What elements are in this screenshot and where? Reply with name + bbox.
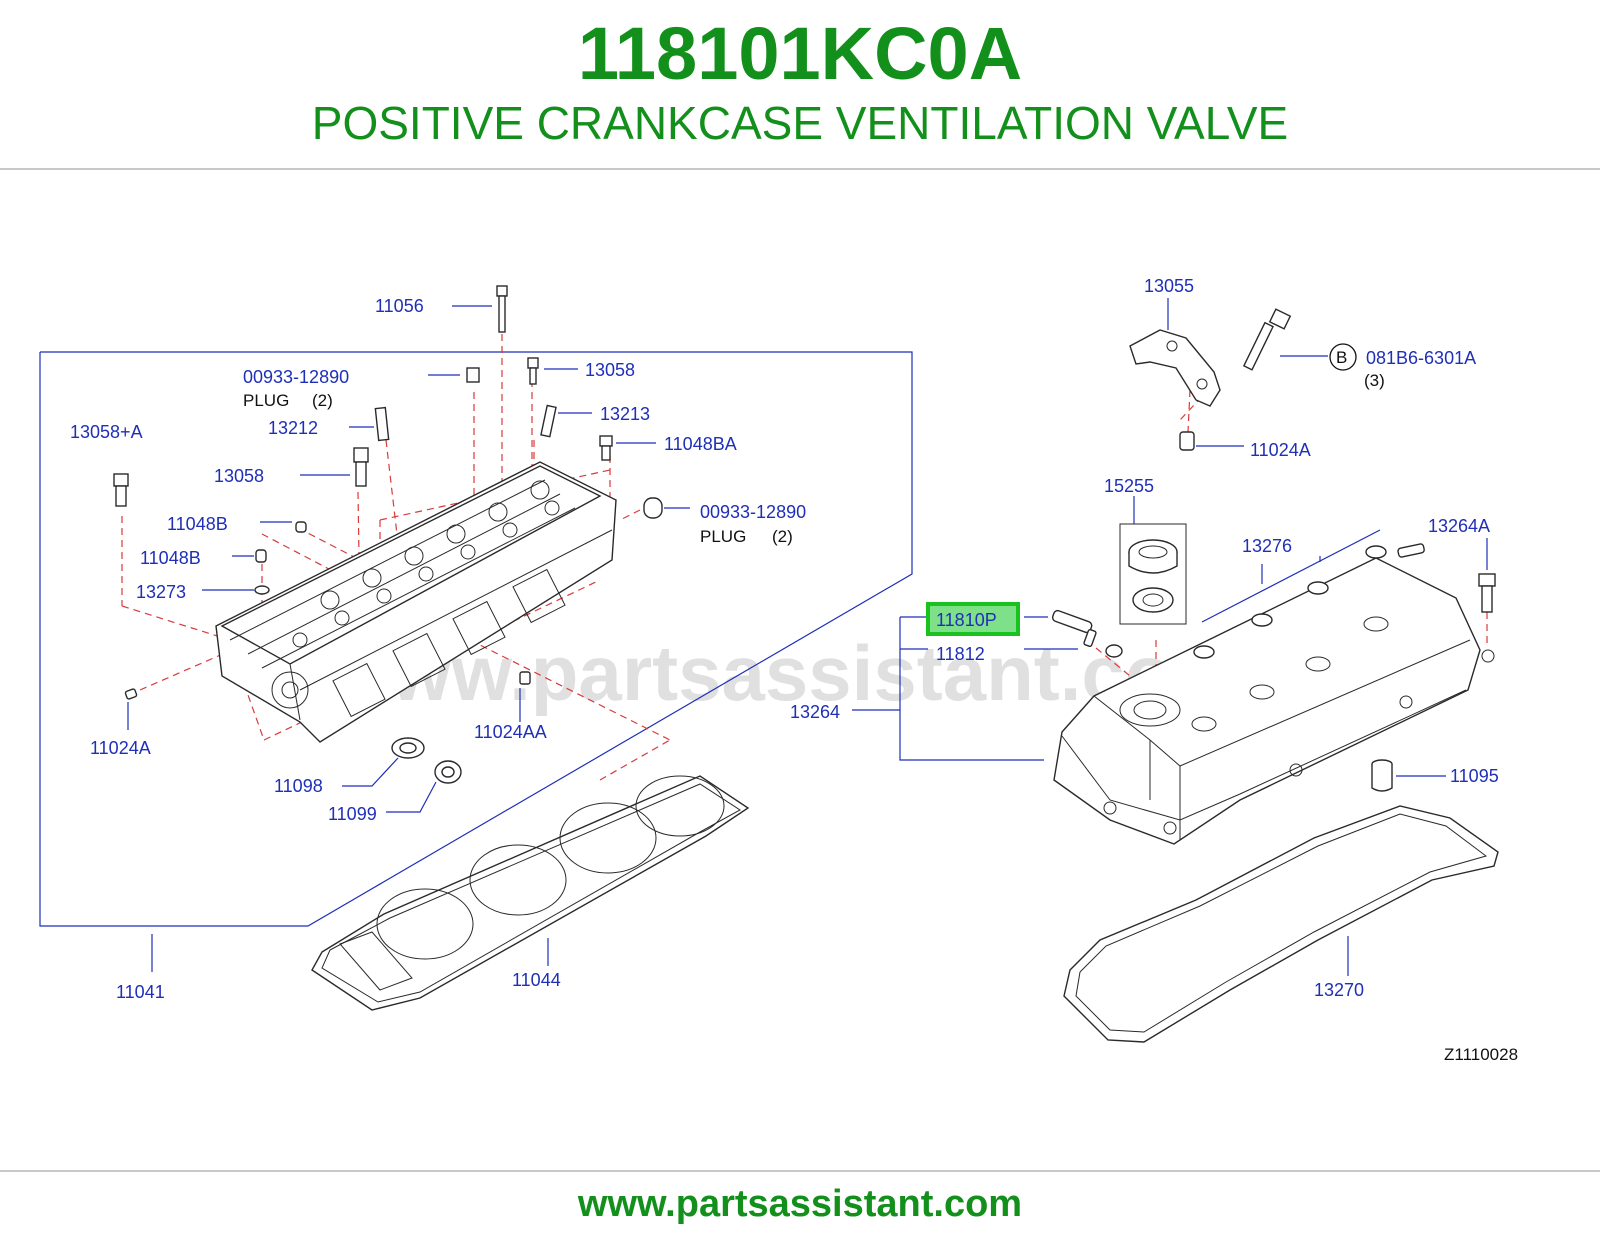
- callout-13273[interactable]: 13273: [136, 582, 186, 602]
- callout-11099[interactable]: 11099: [328, 804, 377, 824]
- footer-divider: [0, 1170, 1600, 1172]
- filler-cap-part: [1128, 539, 1178, 574]
- footer-website-link[interactable]: www.partsassistant.com: [577, 1183, 1023, 1225]
- washer-part: [1307, 581, 1329, 595]
- cylinder-head-group: [39, 285, 913, 1011]
- filler-cap-box: [1119, 523, 1187, 625]
- rocker-cover-part: [1053, 557, 1495, 845]
- callout-11812[interactable]: 11812: [936, 644, 985, 664]
- note-plug-a: PLUG: [243, 391, 289, 410]
- stud-part: [1397, 543, 1425, 558]
- callout-11098[interactable]: 11098: [274, 776, 323, 796]
- bracket-part: [1129, 329, 1221, 407]
- callout-00933-12890-a[interactable]: 00933-12890: [243, 367, 349, 387]
- sleeve-part: [1371, 759, 1393, 792]
- note-plug-b-qty: (2): [772, 527, 793, 546]
- washer-part: [1365, 545, 1387, 559]
- callout-13058-top[interactable]: 13058: [585, 360, 635, 380]
- dowel-part: [1179, 431, 1195, 451]
- head-small-parts: [113, 285, 663, 784]
- callout-11810p-highlighted[interactable]: 11810P: [936, 610, 997, 630]
- head-gasket-part: [311, 775, 750, 1011]
- header-divider: [0, 168, 1600, 170]
- callout-13213[interactable]: 13213: [600, 404, 650, 424]
- callout-11044[interactable]: 11044: [512, 970, 561, 990]
- part-name-subtitle: POSITIVE CRANKCASE VENTILATION VALVE: [311, 97, 1289, 149]
- cylinder-head-bracket: [39, 351, 913, 927]
- callout-11041[interactable]: 11041: [116, 982, 165, 1002]
- grommet-part: [1105, 644, 1123, 658]
- callout-081b6-6301a[interactable]: 081B6-6301A: [1366, 348, 1476, 368]
- callout-11024aa[interactable]: 11024AA: [474, 722, 547, 742]
- cover-bolt-part: [1478, 573, 1496, 613]
- callout-00933-12890-b[interactable]: 00933-12890: [700, 502, 806, 522]
- callout-13055[interactable]: 13055: [1144, 276, 1194, 296]
- callout-13212[interactable]: 13212: [268, 418, 318, 438]
- b-reference-letter: B: [1336, 348, 1347, 367]
- callout-13058a[interactable]: 13058+A: [70, 422, 143, 442]
- callout-11048ba[interactable]: 11048BA: [664, 434, 737, 454]
- rocker-cover-group: [852, 298, 1499, 1043]
- callout-11048b-2[interactable]: 11048B: [140, 548, 201, 568]
- callout-13264a[interactable]: 13264A: [1428, 516, 1490, 536]
- washer-part: [1251, 613, 1273, 627]
- callout-15255[interactable]: 15255: [1104, 476, 1154, 496]
- washer-part: [1193, 645, 1215, 659]
- highlighted-part-box: [926, 602, 1020, 636]
- callout-labels: 11056 00933-12890 PLUG (2) 13058 13058+A…: [70, 276, 1518, 1064]
- cover-gasket-part: [1063, 805, 1499, 1043]
- callout-11024a-left[interactable]: 11024A: [90, 738, 151, 758]
- callout-13058-mid[interactable]: 13058: [214, 466, 264, 486]
- filler-seal-part: [1132, 587, 1174, 613]
- bracket-bolt-part: [1242, 308, 1292, 371]
- cylinder-head-part: [215, 461, 617, 743]
- left-leader-lines: [127, 305, 690, 972]
- note-plug-a-qty: (2): [312, 391, 333, 410]
- callout-11095[interactable]: 11095: [1450, 766, 1499, 786]
- callout-11024a-right[interactable]: 11024A: [1250, 440, 1311, 460]
- callout-13264[interactable]: 13264: [790, 702, 840, 722]
- note-081b6-qty: (3): [1364, 371, 1385, 390]
- pcv-valve-part: [1051, 609, 1097, 648]
- part-number-title: 118101KC0A: [577, 12, 1023, 95]
- callout-13276[interactable]: 13276: [1242, 536, 1292, 556]
- right-leader-lines: [852, 298, 1488, 976]
- note-plug-b: PLUG: [700, 527, 746, 546]
- diagram-code: Z1110028: [1444, 1045, 1518, 1064]
- callout-11056[interactable]: 11056: [375, 296, 424, 316]
- b-reference-circle: [1329, 343, 1357, 371]
- callout-13270[interactable]: 13270: [1314, 980, 1364, 1000]
- page-header: 118101KC0A POSITIVE CRANKCASE VENTILATIO…: [0, 0, 1600, 170]
- callout-11048b-1[interactable]: 11048B: [167, 514, 228, 534]
